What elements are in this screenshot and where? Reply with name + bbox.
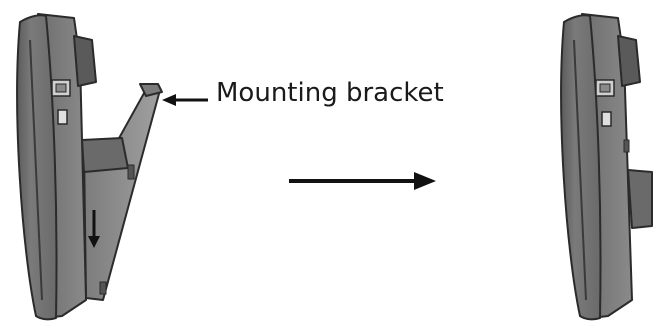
mounting-bracket-label: Mounting bracket — [216, 78, 444, 108]
phone-bracket-removed — [560, 13, 653, 321]
phone-top-knob-right — [617, 35, 641, 87]
phone-jack-inner-right — [599, 83, 611, 93]
right-arrow-icon — [289, 172, 436, 190]
bracket-screw-2 — [99, 281, 107, 295]
callout-arrow-icon — [162, 94, 208, 106]
phone-with-bracket-attached — [16, 13, 208, 321]
phone-slot — [57, 109, 68, 125]
mounting-bracket-hook — [139, 83, 163, 97]
mounting-bracket-plate — [83, 85, 161, 301]
mounting-bracket-base — [81, 137, 129, 173]
phone-front-edge — [29, 39, 43, 301]
phone-jack-inner — [55, 83, 67, 93]
phone-lower-foot — [627, 169, 653, 229]
phone-screw-right — [623, 139, 630, 153]
phone-top-knob — [73, 35, 97, 87]
down-arrow-icon — [88, 210, 100, 248]
phone-slot-right — [601, 111, 612, 127]
phone-front-edge-right — [573, 39, 587, 301]
bracket-screw-1 — [127, 164, 135, 180]
